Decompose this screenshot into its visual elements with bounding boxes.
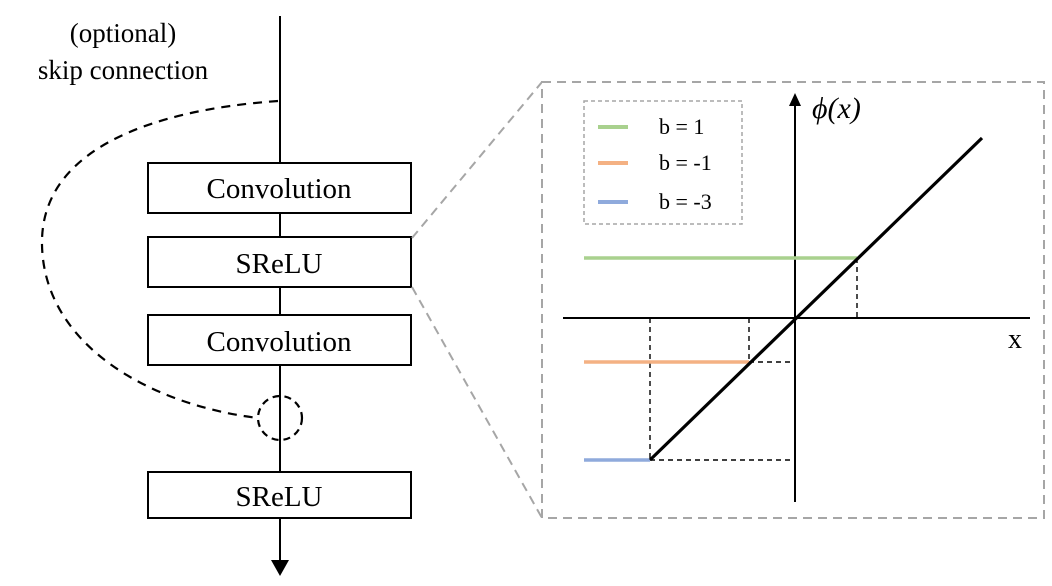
layer-srelu-2: SReLU xyxy=(147,471,412,519)
skip-label-line2: skip connection xyxy=(38,55,209,85)
legend: b = 1 b = -1 b = -3 xyxy=(583,100,743,225)
y-axis-label: ϕ(x) xyxy=(812,92,861,125)
legend-label: b = 1 xyxy=(659,114,704,139)
main-flow-arrowhead xyxy=(271,560,289,576)
residual-block: (optional) skip connection Convolution S… xyxy=(38,16,412,576)
layer-srelu-1: SReLU xyxy=(147,236,412,288)
zoom-plot: b = 1 b = -1 b = -3 ϕ(x) x xyxy=(541,81,1045,519)
guide-lines xyxy=(649,258,858,461)
legend-item-b-neg3: b = -3 xyxy=(598,189,712,214)
layer-label: SReLU xyxy=(236,481,323,513)
legend-label: b = -1 xyxy=(659,150,712,175)
y-axis-arrowhead xyxy=(789,93,801,106)
zoom-connector-top xyxy=(411,81,543,239)
zoom-connector-bottom xyxy=(411,286,543,519)
layer-convolution-1: Convolution xyxy=(147,162,412,214)
zoom-frame xyxy=(541,81,1045,519)
layer-label: Convolution xyxy=(206,173,352,205)
x-axis-label: x xyxy=(1008,324,1022,355)
legend-item-b1: b = 1 xyxy=(598,114,704,139)
addition-node xyxy=(256,394,304,442)
legend-label: b = -3 xyxy=(659,189,712,214)
legend-box xyxy=(583,100,743,225)
layer-label: SReLU xyxy=(236,248,323,280)
layer-label: Convolution xyxy=(206,326,352,358)
legend-item-b-neg1: b = -1 xyxy=(598,150,712,175)
skip-connection-path xyxy=(40,99,279,420)
skip-label-line1: (optional) xyxy=(70,18,176,48)
identity-line xyxy=(648,136,984,462)
layer-convolution-2: Convolution xyxy=(147,314,412,366)
